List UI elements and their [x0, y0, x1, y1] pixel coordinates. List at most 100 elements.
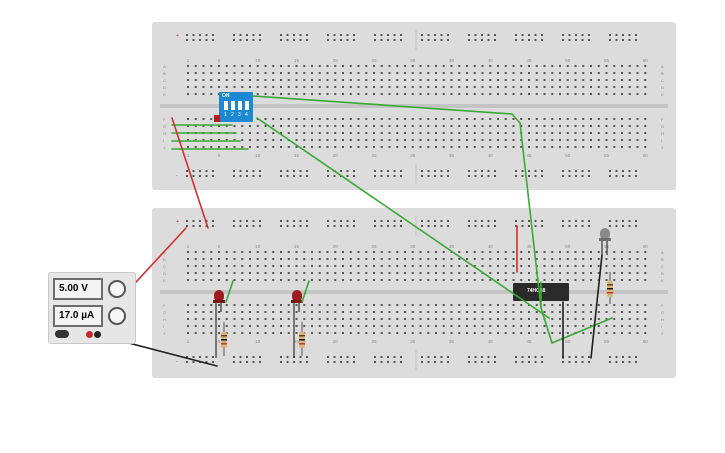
breadboard_bottom-rail-hole[interactable]	[421, 356, 423, 358]
breadboard_bottom-hole[interactable]	[543, 251, 546, 253]
breadboard_top-hole[interactable]	[326, 146, 329, 148]
breadboard_bottom-hole[interactable]	[256, 251, 259, 253]
breadboard_top-hole[interactable]	[621, 93, 623, 95]
breadboard_bottom-hole[interactable]	[249, 332, 251, 334]
breadboard_bottom-rail-hole[interactable]	[233, 356, 235, 358]
breadboard_top-rail-hole[interactable]	[233, 175, 235, 177]
breadboard_top-hole[interactable]	[458, 93, 461, 95]
breadboard_top-hole[interactable]	[411, 146, 414, 148]
breadboard_bottom-hole[interactable]	[450, 318, 453, 320]
breadboard_bottom-rail-hole[interactable]	[575, 356, 577, 358]
breadboard_top-hole[interactable]	[349, 86, 352, 88]
breadboard_top-hole[interactable]	[605, 139, 608, 141]
breadboard_bottom-hole[interactable]	[442, 318, 445, 320]
breadboard_bottom-hole[interactable]	[535, 325, 538, 327]
breadboard_top-hole[interactable]	[442, 65, 445, 67]
breadboard_bottom-hole[interactable]	[528, 251, 530, 253]
breadboard_top-hole[interactable]	[613, 72, 616, 74]
breadboard_top-rail-hole[interactable]	[353, 170, 355, 172]
breadboard_bottom-hole[interactable]	[621, 332, 623, 334]
breadboard_bottom-hole[interactable]	[419, 311, 422, 313]
breadboard_bottom-rail-hole[interactable]	[327, 361, 329, 363]
breadboard_bottom-hole[interactable]	[373, 318, 375, 320]
breadboard_bottom-rail-hole[interactable]	[199, 220, 201, 222]
breadboard_bottom-hole[interactable]	[419, 265, 422, 267]
breadboard_bottom-hole[interactable]	[435, 304, 437, 306]
breadboard_top-rail-hole[interactable]	[374, 175, 376, 177]
breadboard_bottom-hole[interactable]	[442, 258, 445, 260]
breadboard_top-hole[interactable]	[559, 93, 561, 95]
breadboard_bottom-hole[interactable]	[318, 251, 321, 253]
breadboard_top-hole[interactable]	[264, 139, 267, 141]
breadboard_top-hole[interactable]	[528, 65, 530, 67]
breadboard_bottom-hole[interactable]	[481, 332, 484, 334]
breadboard_top-hole[interactable]	[520, 118, 523, 120]
breadboard_bottom-hole[interactable]	[210, 272, 213, 274]
breadboard_top-hole[interactable]	[597, 79, 600, 81]
breadboard_bottom-rail-hole[interactable]	[306, 220, 308, 222]
breadboard_top-hole[interactable]	[442, 118, 445, 120]
breadboard_top-hole[interactable]	[466, 79, 468, 81]
breadboard_bottom-rail-hole[interactable]	[212, 225, 214, 227]
breadboard_bottom-hole[interactable]	[218, 251, 220, 253]
breadboard_bottom-rail-hole[interactable]	[515, 356, 517, 358]
breadboard_top-rail-hole[interactable]	[293, 34, 295, 36]
breadboard_bottom-hole[interactable]	[644, 279, 647, 281]
breadboard_bottom-rail-hole[interactable]	[380, 361, 383, 363]
breadboard_bottom-hole[interactable]	[559, 251, 561, 253]
breadboard_bottom-rail-hole[interactable]	[541, 225, 543, 227]
breadboard_bottom-hole[interactable]	[233, 272, 236, 274]
breadboard_bottom-hole[interactable]	[287, 311, 290, 313]
breadboard_bottom-hole[interactable]	[566, 318, 569, 320]
breadboard_top-hole[interactable]	[272, 65, 275, 67]
breadboard_bottom-hole[interactable]	[295, 265, 298, 267]
breadboard_bottom-hole[interactable]	[233, 304, 236, 306]
breadboard_bottom-hole[interactable]	[303, 279, 306, 281]
breadboard_bottom-hole[interactable]	[543, 279, 546, 281]
breadboard_top-hole[interactable]	[442, 86, 445, 88]
breadboard_bottom-rail-hole[interactable]	[521, 361, 524, 363]
breadboard_bottom-rail-hole[interactable]	[521, 225, 524, 227]
breadboard_bottom-hole[interactable]	[280, 311, 282, 313]
breadboard_bottom-rail-hole[interactable]	[259, 356, 261, 358]
breadboard_top-hole[interactable]	[543, 93, 546, 95]
breadboard_top-hole[interactable]	[427, 72, 430, 74]
breadboard_top-hole[interactable]	[644, 93, 647, 95]
breadboard_top-rail-hole[interactable]	[239, 170, 242, 172]
breadboard_bottom-hole[interactable]	[450, 279, 453, 281]
breadboard_top-hole[interactable]	[559, 79, 561, 81]
breadboard_top-hole[interactable]	[349, 79, 352, 81]
breadboard_top-hole[interactable]	[388, 72, 391, 74]
breadboard_bottom-hole[interactable]	[458, 304, 461, 306]
breadboard_top-hole[interactable]	[582, 86, 585, 88]
breadboard_top-hole[interactable]	[551, 72, 554, 74]
breadboard_top-hole[interactable]	[380, 132, 383, 134]
breadboard_top-hole[interactable]	[427, 93, 430, 95]
breadboard_top-hole[interactable]	[249, 139, 251, 141]
breadboard_top-rail-hole[interactable]	[474, 34, 477, 36]
breadboard_bottom-rail-hole[interactable]	[233, 361, 235, 363]
breadboard_bottom-rail-hole[interactable]	[494, 220, 496, 222]
breadboard_top-hole[interactable]	[342, 72, 344, 74]
breadboard_top-rail-hole[interactable]	[199, 34, 201, 36]
breadboard_top-hole[interactable]	[357, 65, 360, 67]
breadboard_top-rail-hole[interactable]	[205, 39, 208, 41]
breadboard_bottom-rail-hole[interactable]	[199, 225, 201, 227]
breadboard_top-hole[interactable]	[303, 125, 306, 127]
breadboard_top-hole[interactable]	[566, 139, 569, 141]
breadboard_bottom-hole[interactable]	[605, 304, 608, 306]
breadboard_top-hole[interactable]	[628, 86, 631, 88]
breadboard_bottom-hole[interactable]	[628, 279, 631, 281]
breadboard_top-hole[interactable]	[411, 86, 414, 88]
breadboard_top-hole[interactable]	[458, 65, 461, 67]
breadboard_top-hole[interactable]	[233, 72, 236, 74]
breadboard_bottom-hole[interactable]	[264, 318, 267, 320]
breadboard_bottom-hole[interactable]	[559, 318, 561, 320]
breadboard_bottom-hole[interactable]	[303, 318, 306, 320]
breadboard_top-hole[interactable]	[551, 132, 554, 134]
breadboard_bottom-hole[interactable]	[504, 325, 507, 327]
breadboard_top-hole[interactable]	[466, 72, 468, 74]
breadboard_top-hole[interactable]	[326, 93, 329, 95]
breadboard_top-hole[interactable]	[210, 118, 213, 120]
breadboard_bottom-hole[interactable]	[427, 311, 430, 313]
